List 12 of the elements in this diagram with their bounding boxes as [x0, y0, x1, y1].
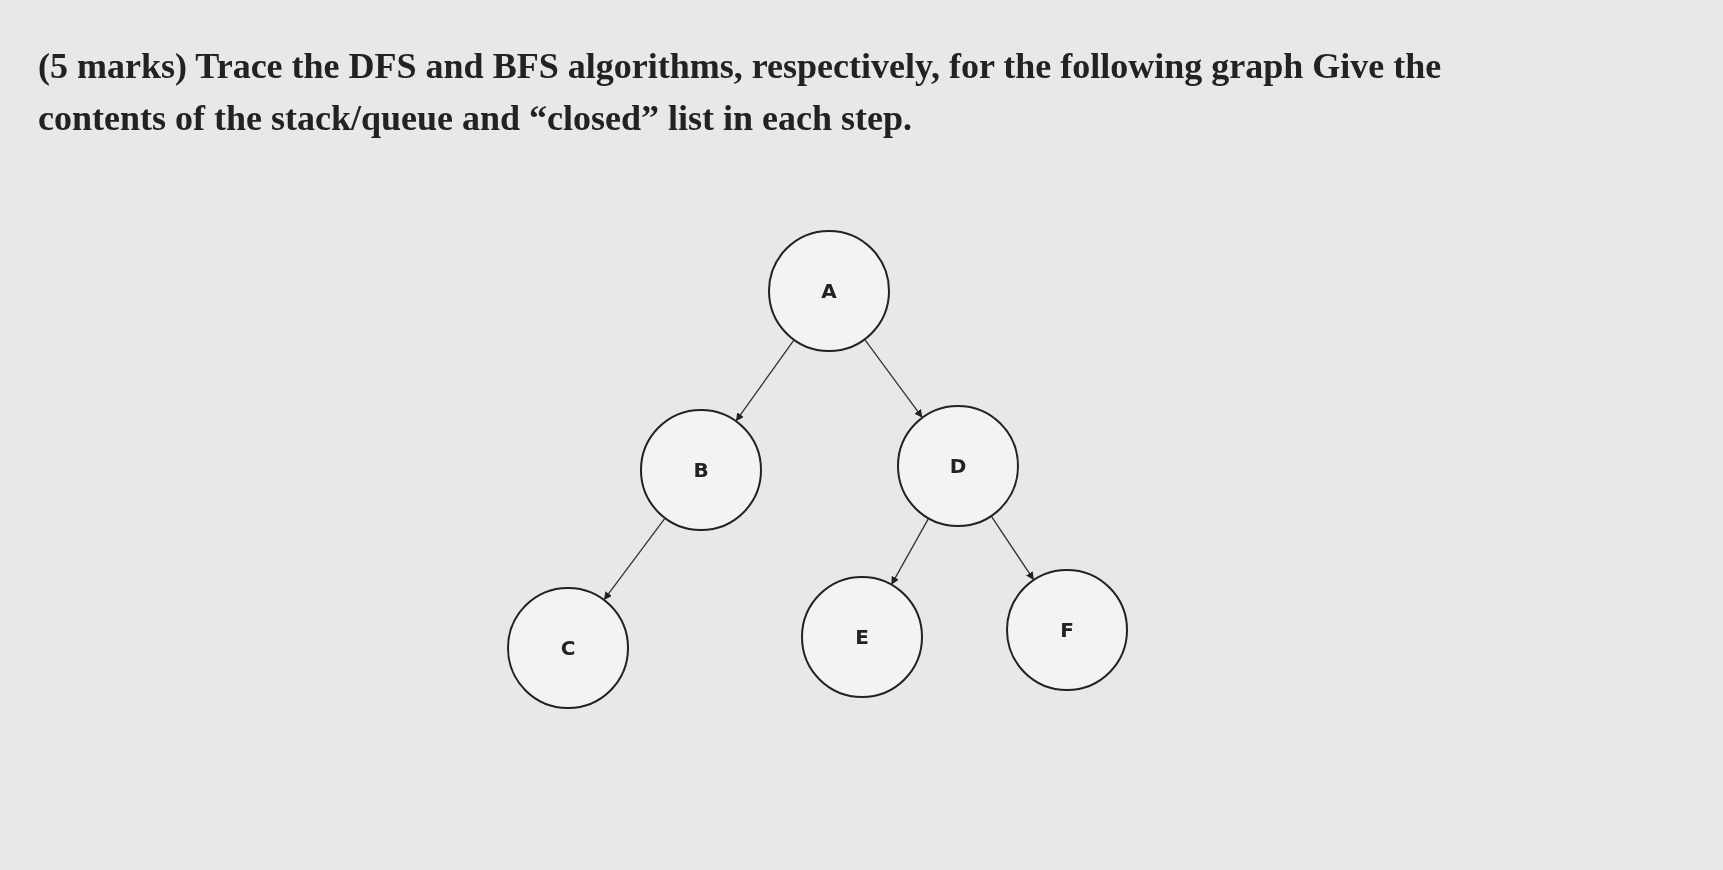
arrow — [735, 339, 795, 422]
node-label: D — [949, 454, 967, 478]
arrow — [891, 518, 929, 585]
node-label: F — [1060, 618, 1074, 642]
arrow — [991, 516, 1034, 581]
question-text: (5 marks) Trace the DFS and BFS algorithms, respectively, for the following graph Give the contents of the stack/queue and “closed” list in each step. — [38, 45, 1443, 140]
arrow — [864, 339, 923, 418]
arrow — [603, 518, 666, 600]
node-label: E — [855, 625, 869, 649]
node-label: A — [821, 279, 837, 303]
node-label: B — [693, 458, 709, 482]
node-label: C — [560, 636, 576, 660]
